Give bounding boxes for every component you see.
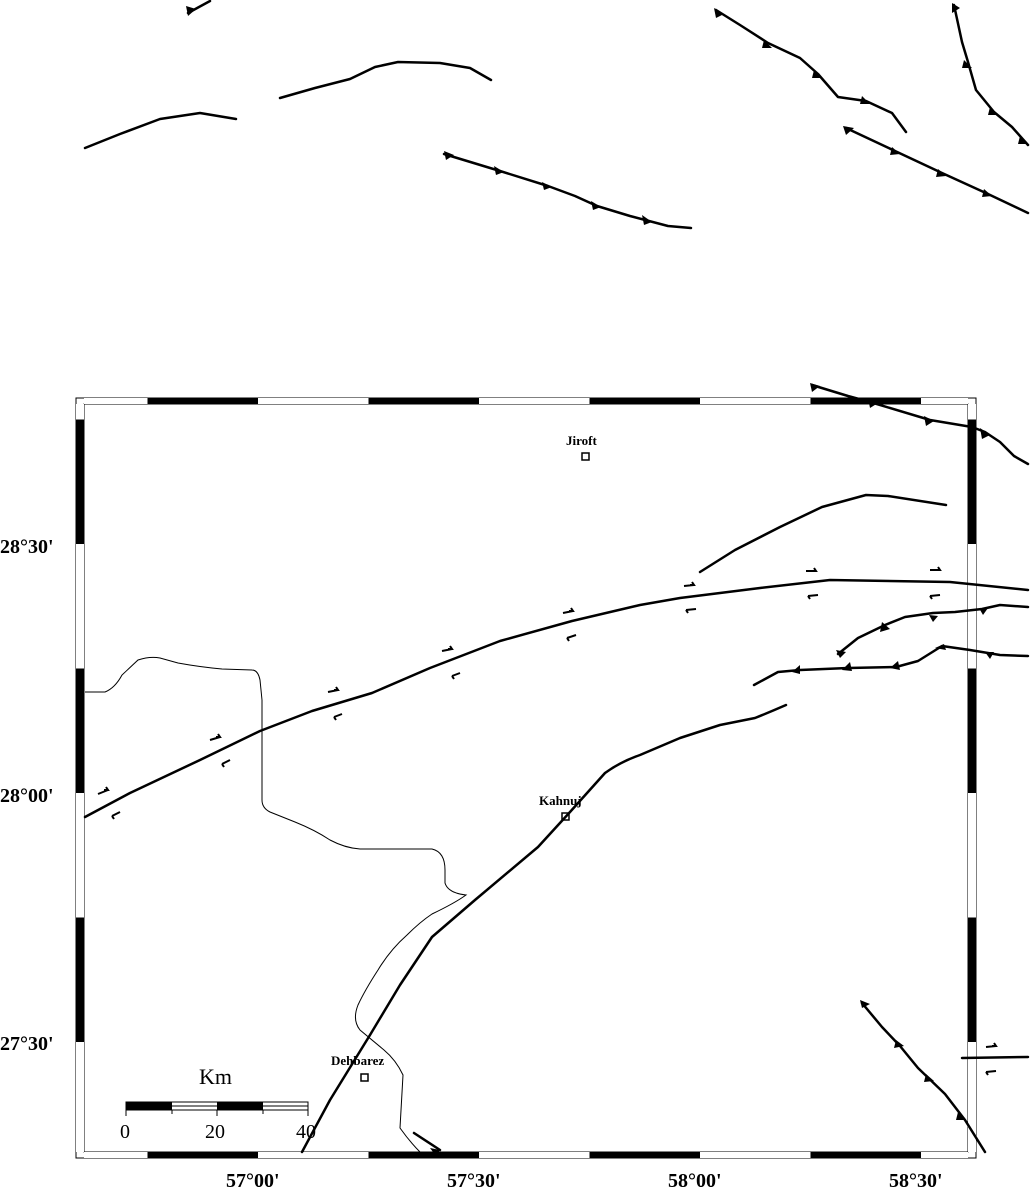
frame-tick-segment [258,398,369,404]
frame-tick-segment [968,404,976,420]
frame-tick-segment [589,398,700,404]
scale-tick-label: 40 [296,1121,316,1143]
scale-tick-label: 20 [205,1121,225,1143]
city-kahnuj: Kahnuj [539,793,582,821]
latitude-labels: 28°30' 28°00' 27°30' [0,536,54,1055]
frame-tick-segment [810,1152,921,1158]
city-jiroft: Jiroft [566,433,597,461]
city-label: Dehbarez [331,1053,384,1068]
frame-tick-segment [968,917,976,1042]
faults-outside-top [83,0,1030,230]
frame-tick-segment [84,1152,148,1158]
thrust-fault [412,1131,442,1152]
thrust-fault [836,603,1030,656]
strike-slip-fault-south [300,703,788,1154]
thrust-teeth-inside [430,383,994,1156]
frame-tick-segment [968,419,976,544]
frame-tick-segment [258,1152,369,1158]
latitude-label: 28°00' [0,785,54,807]
frame-tick-segment [368,1152,479,1158]
fault-line [960,1055,1030,1060]
frame-tick-segment [968,668,976,793]
frame-tick-segment [700,398,811,404]
thrust-teeth-top [444,3,1028,225]
frame-tick-segment [968,1042,976,1152]
frame-tick-segment [84,398,148,404]
city-label: Jiroft [566,433,597,448]
frame-tick-segment [921,1152,968,1158]
frame-tick-segment [700,1152,811,1158]
frame-tick-segment [76,668,84,793]
longitude-label: 58°30' [889,1170,943,1192]
fault-line [83,111,238,150]
thrust-fault [810,383,1030,466]
frame-tick-segment [968,544,976,669]
river-line [85,656,468,1153]
frame-tick-segment [76,544,84,669]
map-frame [75,397,977,1159]
longitude-label: 57°00' [226,1170,280,1192]
frame-tick-segment [368,398,479,404]
frame-tick-segment [147,398,258,404]
scale-unit: Km [199,1064,232,1089]
frame-tick-segment [968,793,976,918]
frame-tick-segment [921,398,968,404]
thrust-fault [442,152,693,230]
latitude-label: 27°30' [0,1033,54,1055]
latitude-label: 28°30' [0,536,54,558]
city-dehbarez: Dehbarez [331,1053,384,1082]
frame-tick-segment [76,1042,84,1152]
frame-tick-segment [76,419,84,544]
thrust-fault [952,3,1030,147]
frame-tick-segment [76,793,84,918]
thrust-fault [860,1001,987,1154]
longitude-label: 58°00' [668,1170,722,1192]
frame-tick-segment [479,1152,590,1158]
longitude-labels: 57°00' 57°30' 58°00' 58°30' [226,1170,943,1192]
strike-slip-fault-main [83,578,1030,819]
thrust-fault [844,126,1030,215]
frame-tick-segment [479,398,590,404]
city-label: Kahnuj [539,793,582,808]
fault-line [698,493,948,574]
fault-line [278,60,493,100]
longitude-label: 57°30' [447,1170,501,1192]
frame-tick-segment [76,917,84,1042]
thrust-fault [752,644,1030,687]
thrust-fault [714,8,908,134]
faults-inside [83,383,1030,1154]
frame-tick-segment [589,1152,700,1158]
frame-tick-segment [147,1152,258,1158]
strike-slip-arrows [97,566,998,1076]
scale-bar: Km 0 20 40 [120,1064,316,1143]
frame-tick-segment [76,404,84,420]
scale-tick-label: 0 [120,1121,130,1143]
thrust-tooth [186,6,196,16]
